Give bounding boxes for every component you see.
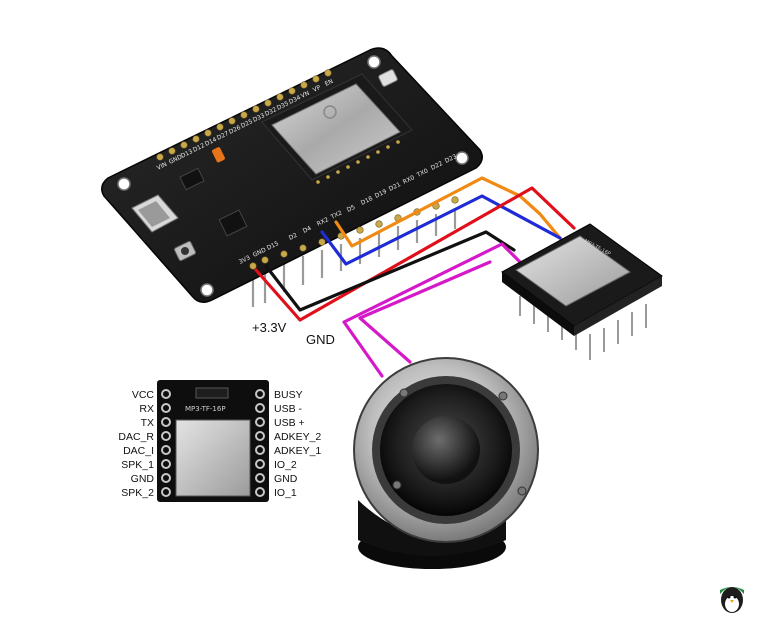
wire-red [254,186,576,322]
bottom-pin-label: D21 [388,181,402,193]
top-pin-label: D13 [180,148,194,160]
ground-wire-label: GND [306,332,335,347]
wire-blue [320,194,562,266]
penguin-logo-icon [720,587,744,613]
esp32-bottom-pin-labels: 3V3 GND D15 D2 D4 RX2 TX2 D5 D18 D19 D21… [238,153,458,266]
bottom-pin-label: D2 [288,232,299,242]
right-pin-label: USB + [274,417,305,429]
top-pin-label: VIN [156,161,168,172]
boot-button [174,240,196,262]
power-wire-label: +3.3V [252,320,287,335]
top-pin-label: D34 [288,94,302,106]
wire-magenta [342,242,522,378]
right-pin-label: IO_2 [274,459,297,471]
pinout-chip [195,387,229,399]
right-pin-label: USB - [274,403,303,415]
bottom-pin-label: D5 [346,204,357,214]
mount-hole [367,55,381,69]
top-pin-label: D35 [276,100,290,112]
left-pin-label: VCC [132,389,155,401]
regulator-chip [179,167,205,191]
top-pin-label: VN [300,90,311,100]
esp-wroom-module [261,73,413,184]
top-pin-label: D14 [204,136,218,148]
wire-magenta [358,260,492,364]
bottom-pin-label: D15 [266,240,280,252]
right-pin-label: ADKEY_1 [274,445,321,457]
usb-uart-chip [218,209,248,237]
right-pin-label: IO_1 [274,487,297,499]
left-pin-label: TX [141,417,154,429]
top-pin-label: D33 [252,112,266,124]
left-pin-label: DAC_I [123,445,154,457]
module-3d-pins [519,296,647,360]
mount-hole [117,177,131,191]
bottom-pin-label: D4 [302,225,313,235]
pinout-right-pads [255,389,265,497]
speaker-icon [353,357,539,569]
right-pin-label: GND [274,473,298,485]
micro-usb-port [131,194,179,233]
bottom-pin-label: 3V3 [238,254,252,266]
esp32-top-pin-row [156,69,332,161]
left-pin-label: RX [139,403,154,415]
right-pin-label: BUSY [274,389,303,401]
left-pin-label: GND [131,473,155,485]
power-led [212,147,225,163]
left-pin-label: DAC_R [118,431,154,443]
bottom-pin-label: D19 [374,188,388,200]
dfplayer-pinout: MP3-TF-16P VCC RX TX DAC_R DAC_I SPK_1 G… [118,380,321,502]
left-pin-label: SPK_1 [121,459,154,471]
bottom-pin-label: D22 [430,160,444,172]
dfplayer-module-3d: MP3-TF-16P [501,223,663,360]
reset-button [378,69,398,87]
top-pin-label: D25 [240,118,254,130]
wires [254,176,576,378]
espressif-logo-icon [323,105,337,119]
right-pin-label: ADKEY_2 [274,431,321,443]
top-pin-label: D12 [192,142,206,154]
pinout-chip-label: MP3-TF-16P [185,405,226,413]
top-pin-label: D27 [216,130,230,142]
mount-hole [200,283,214,297]
bottom-pin-label: TX2 [329,209,344,221]
esp32-top-pin-labels: VIN GND D13 D12 D14 D27 D26 D25 D33 D32 … [156,78,335,172]
esp32-board: VIN GND D13 D12 D14 D27 D26 D25 D33 D32 … [101,47,483,307]
bottom-pin-label: TX0 [415,167,430,179]
bottom-pin-label: D23 [444,153,458,165]
top-pin-label: VP [312,84,322,94]
top-pin-label: D32 [264,106,278,118]
bottom-pin-label: D18 [360,195,374,207]
sd-card-slot [515,235,631,307]
bottom-pin-label: RX0 [402,174,416,186]
pinout-left-pads [161,389,171,497]
esp32-bottom-pin-row [249,196,459,270]
bottom-pin-label: RX2 [316,216,330,228]
pinout-sd-slot [175,419,251,497]
top-pin-label: D26 [228,124,242,136]
wire-orange [334,176,572,252]
top-pin-label: EN [324,78,335,88]
left-pin-label: SPK_2 [121,487,154,499]
mount-hole [455,151,469,165]
module-castellation [316,140,400,184]
wire-black [264,230,516,312]
